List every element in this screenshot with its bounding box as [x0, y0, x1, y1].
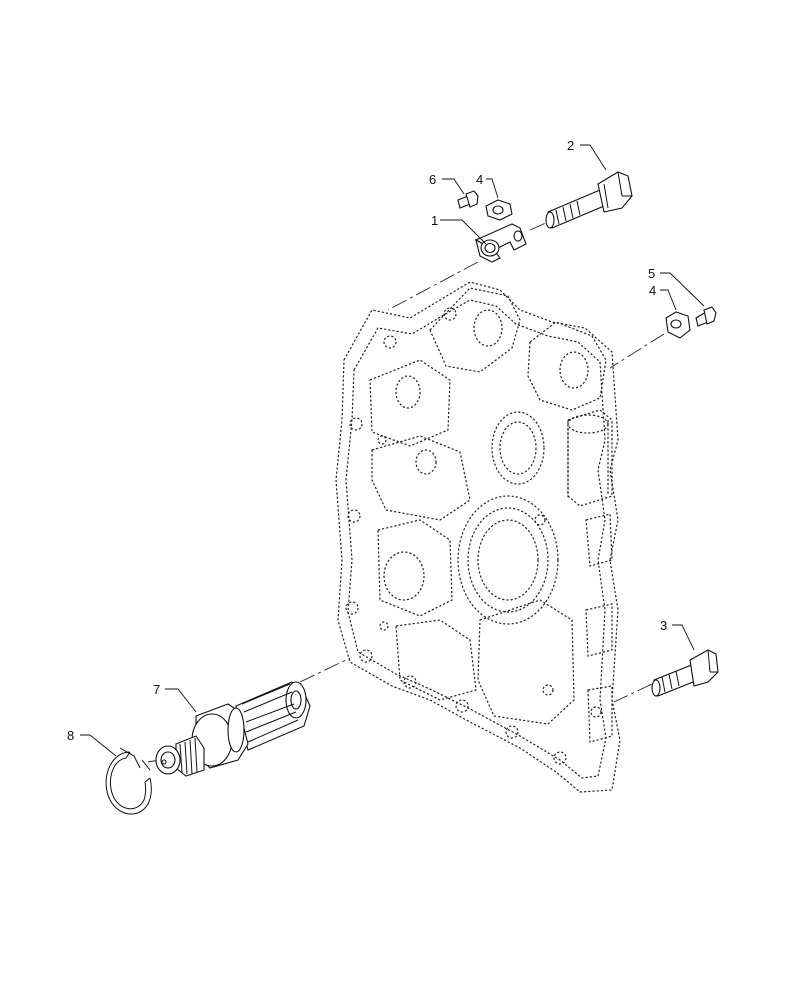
assembly-centerlines — [147, 221, 665, 763]
part-7-splined-shaft — [155, 681, 311, 777]
callout-leaders — [80, 144, 705, 757]
callout-8: 8 — [67, 728, 74, 743]
part-8-snap-ring — [105, 747, 152, 815]
part-3-bolt — [651, 649, 719, 697]
gear-housing — [335, 281, 621, 793]
part-5-small-bolt — [695, 306, 717, 327]
callout-1: 1 — [431, 213, 438, 228]
part-1-bracket — [474, 223, 527, 263]
callout-7: 7 — [153, 682, 160, 697]
part-4-clip-upper — [485, 199, 513, 221]
callout-5: 5 — [648, 266, 655, 281]
callout-labels: 1 2 3 4 4 5 6 7 8 — [67, 138, 667, 743]
callout-6: 6 — [429, 172, 436, 187]
callout-4-lower: 4 — [649, 283, 656, 298]
part-4-clip-lower — [665, 311, 691, 339]
callout-2: 2 — [567, 138, 574, 153]
part-2-long-bolt — [545, 171, 633, 229]
callout-3: 3 — [660, 618, 667, 633]
housing-bolt-holes — [345, 307, 602, 765]
part-6-small-bolt — [457, 190, 479, 209]
callout-4-upper: 4 — [476, 172, 483, 187]
